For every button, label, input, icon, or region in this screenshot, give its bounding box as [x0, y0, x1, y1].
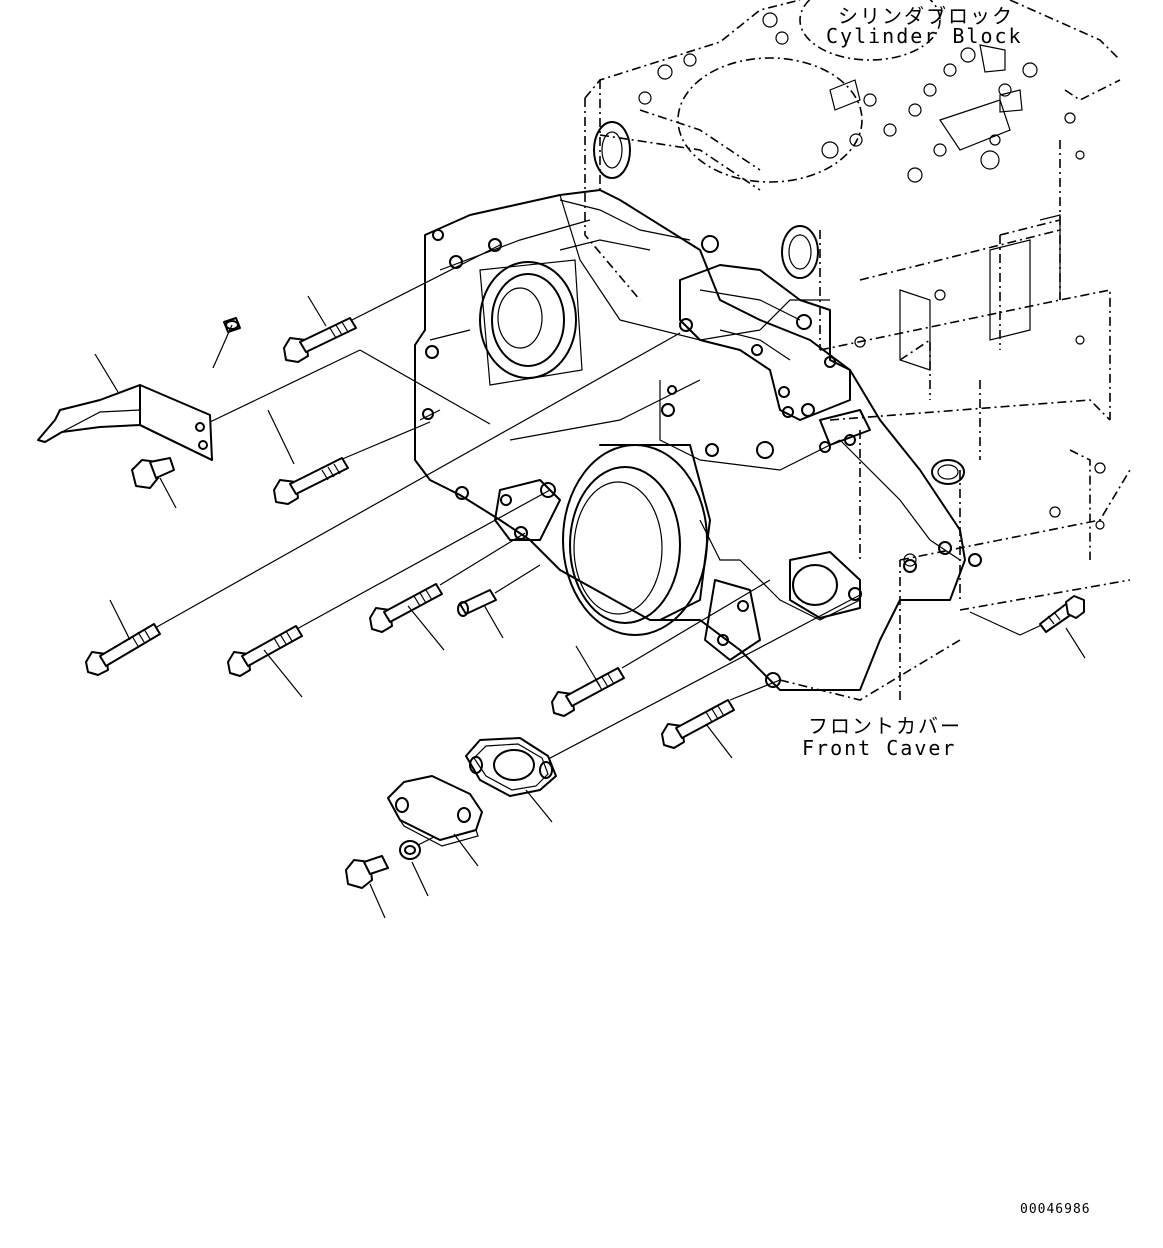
bolt-upper-1 [283, 295, 357, 363]
bolt-lower-2 [661, 699, 735, 759]
cylinder-block-label-en: Cylinder Block [826, 24, 1023, 48]
cylinder-block-outline [584, 0, 1131, 701]
bolt-medium [369, 583, 445, 651]
front-cover-label-jp: フロントカバー [808, 714, 962, 738]
cover-plate [387, 775, 483, 867]
bolt-right [1039, 595, 1086, 659]
dowel-pin-small [212, 317, 241, 369]
drawing-number: 00046986 [1020, 1202, 1091, 1217]
front-cover-label-en: Front Caver [802, 736, 957, 760]
bolt-bracket [131, 457, 177, 509]
washer [399, 840, 429, 897]
gasket [465, 737, 557, 823]
bolt-plate [345, 855, 389, 919]
bracket [37, 353, 213, 461]
cylinder-block-label-jp: シリンダブロック [838, 4, 1014, 28]
dowel-pin [457, 589, 504, 639]
bolt-lower-1 [551, 645, 625, 717]
bolt-upper-2 [267, 409, 349, 505]
front-cover-outline [414, 189, 982, 691]
bolt-long-1 [85, 599, 161, 676]
bolt-long-2 [227, 625, 303, 698]
